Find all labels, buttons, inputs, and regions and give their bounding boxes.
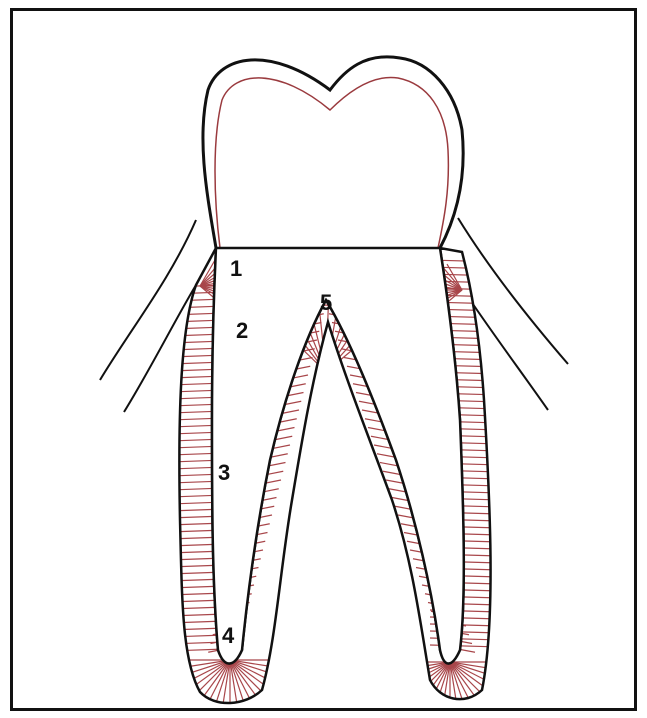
label-1: 1	[230, 256, 242, 281]
gingiva-line-left-outer	[100, 220, 196, 380]
crown-outline	[203, 57, 463, 248]
label-3: 3	[218, 460, 230, 485]
label-4: 4	[222, 623, 235, 648]
label-2: 2	[236, 318, 248, 343]
label-5: 5	[320, 290, 332, 315]
